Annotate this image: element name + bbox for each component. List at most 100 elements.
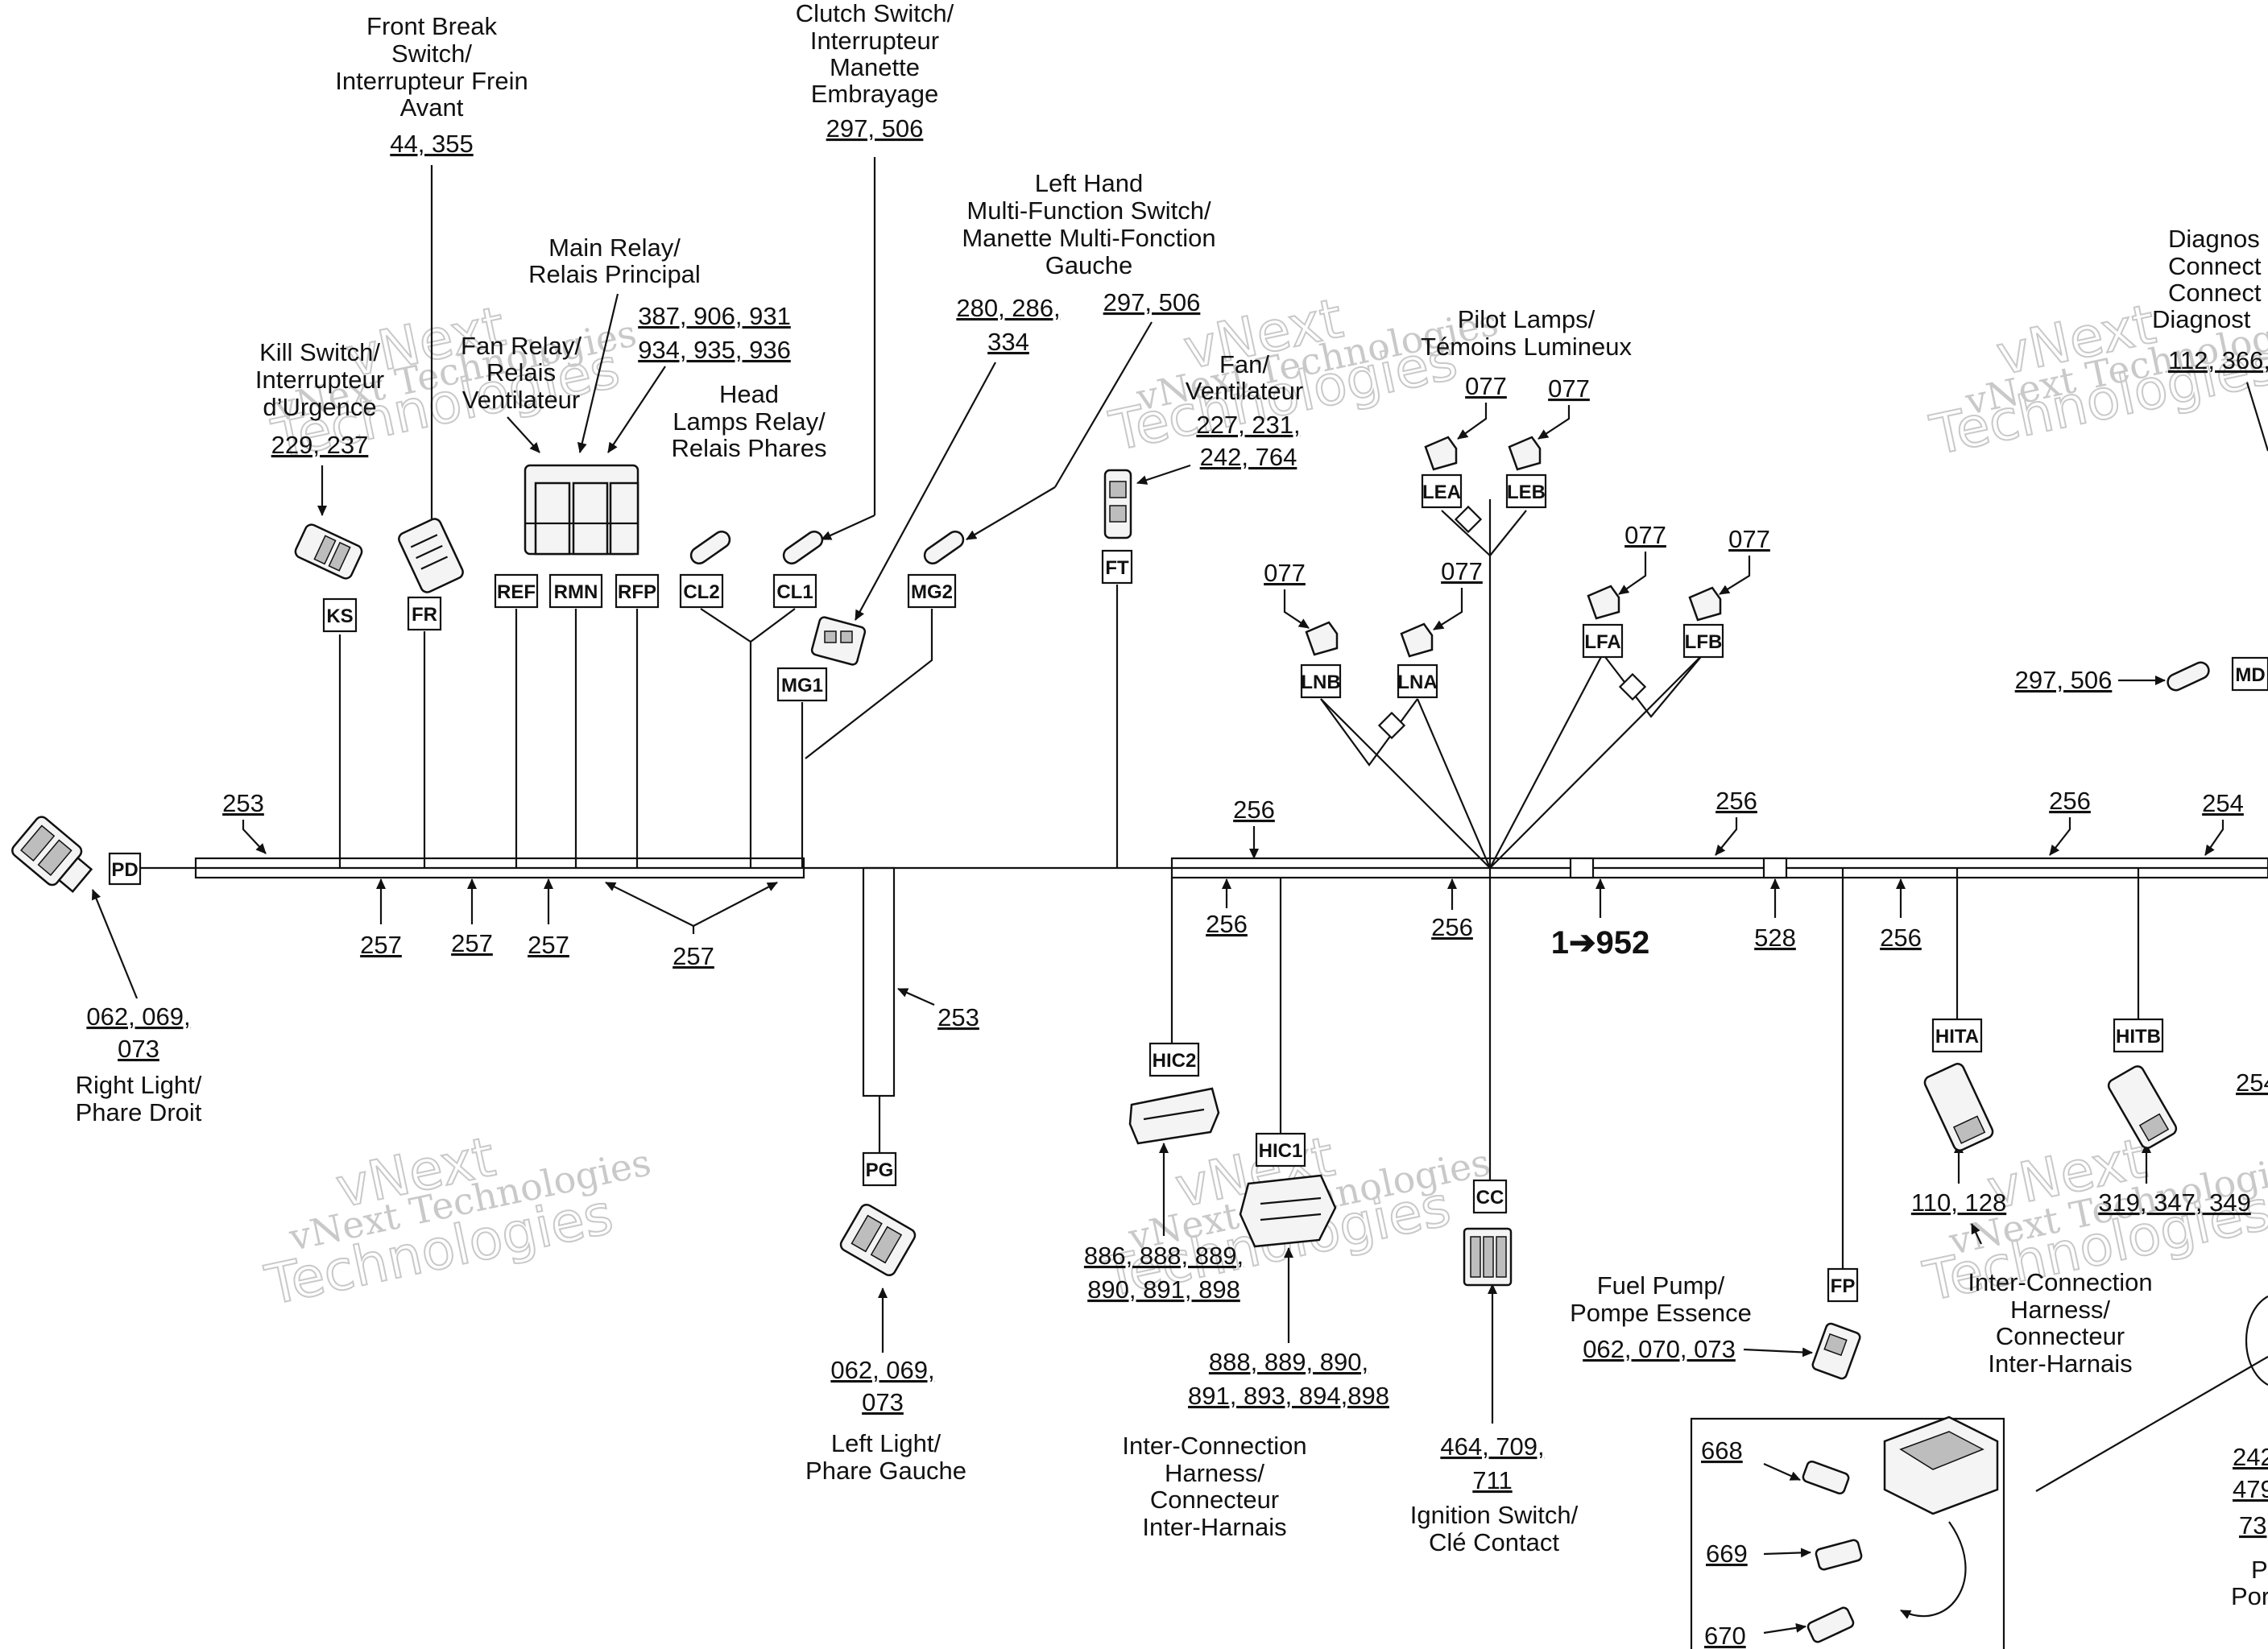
left-hand-switch-connector-icon xyxy=(810,616,867,666)
svg-text:Head: Head xyxy=(719,380,779,408)
svg-text:062, 069,: 062, 069, xyxy=(86,1002,190,1031)
svg-text:Relais Principal: Relais Principal xyxy=(528,260,701,288)
svg-text:CL2: CL2 xyxy=(683,581,719,603)
pilot-lamps-label: Pilot Lamps/ Témoins Lumineux xyxy=(1421,305,1632,361)
svg-text:73: 73 xyxy=(2239,1511,2266,1539)
svg-text:711: 711 xyxy=(1472,1466,1512,1494)
svg-text:Fan Relay/: Fan Relay/ xyxy=(461,332,581,360)
svg-text:934, 935, 936: 934, 935, 936 xyxy=(638,336,791,364)
svg-text:Kill Switch/: Kill Switch/ xyxy=(259,338,380,366)
svg-text:Ignition Switch/: Ignition Switch/ xyxy=(1410,1501,1579,1529)
svg-text:Gauche: Gauche xyxy=(1045,251,1133,279)
tag-LEA: LEA xyxy=(1421,473,1463,509)
svg-text:297, 506: 297, 506 xyxy=(826,114,924,143)
svg-text:Multi-Function Switch/: Multi-Function Switch/ xyxy=(966,196,1211,225)
ref-md: 297, 506 xyxy=(2015,666,2113,694)
svg-text:077: 077 xyxy=(1264,559,1306,587)
pilot-lamp-refs: 077 077 077 077 077 077 xyxy=(1264,372,1770,630)
svg-text:256: 256 xyxy=(1880,924,1922,952)
tag-RFP: RFP xyxy=(615,573,660,609)
svg-text:Connecteur: Connecteur xyxy=(1150,1486,1279,1514)
svg-text:d’Urgence: d’Urgence xyxy=(263,393,376,421)
svg-text:073: 073 xyxy=(118,1035,159,1063)
ignition-switch-connector-icon xyxy=(1463,1227,1513,1287)
svg-text:Clé Contact: Clé Contact xyxy=(1429,1528,1559,1556)
diagnostic-connector-label: Diagnos Connect Connect Diagnost 112, 36… xyxy=(2152,225,2268,374)
svg-text:319, 347, 349: 319, 347, 349 xyxy=(2098,1188,2251,1217)
svg-text:HITB: HITB xyxy=(2116,1026,2161,1048)
svg-text:077: 077 xyxy=(1465,372,1507,400)
svg-text:Pilot Lamps/: Pilot Lamps/ xyxy=(1458,305,1595,333)
tag-FP: FP xyxy=(1827,1267,1859,1303)
svg-text:668: 668 xyxy=(1701,1436,1743,1465)
svg-text:253: 253 xyxy=(937,1003,979,1031)
svg-text:077: 077 xyxy=(1548,374,1590,403)
front-brake-switch-label: Front Break Switch/ Interrupteur Frein A… xyxy=(335,12,528,158)
svg-text:KS: KS xyxy=(326,605,353,627)
svg-text:Main Relay/: Main Relay/ xyxy=(548,234,681,262)
kill-switch-connector-icon xyxy=(294,523,363,580)
svg-text:334: 334 xyxy=(987,328,1029,356)
fan-label: Fan/ Ventilateur 227, 231, 242, 764 xyxy=(1186,350,1304,471)
svg-text:Diagnos: Diagnos xyxy=(2168,225,2260,253)
svg-text:Inter-Harnais: Inter-Harnais xyxy=(1988,1349,2132,1378)
tag-LEB: LEB xyxy=(1505,473,1547,509)
svg-text:Témoins Lumineux: Témoins Lumineux xyxy=(1421,333,1632,361)
fan-connector-icon xyxy=(1103,469,1132,539)
svg-text:MD: MD xyxy=(2235,664,2265,686)
svg-text:464, 709,: 464, 709, xyxy=(1440,1432,1544,1461)
svg-text:PD: PD xyxy=(111,859,138,881)
watermark: vNext Technologies vNext Technologies xyxy=(259,1125,655,1319)
svg-text:257: 257 xyxy=(528,931,569,959)
svg-text:Connect: Connect xyxy=(2168,252,2262,280)
tag-HIC1: HIC1 xyxy=(1255,1132,1306,1168)
svg-text:062, 070, 073: 062, 070, 073 xyxy=(1583,1335,1736,1363)
svg-text:256: 256 xyxy=(1233,796,1275,824)
clutch-switch-label: Clutch Switch/ Interrupteur Manette Embr… xyxy=(796,0,954,143)
svg-text:Inter-Connection: Inter-Connection xyxy=(1968,1268,2152,1296)
hita-connector-icon xyxy=(1923,1063,1994,1151)
svg-text:256: 256 xyxy=(2049,787,2091,815)
svg-text:Relais: Relais xyxy=(486,358,556,386)
clutch-connector-icon xyxy=(689,530,2210,692)
svg-text:Fan/: Fan/ xyxy=(1219,350,1269,378)
svg-text:REF: REF xyxy=(497,581,536,603)
tag-PG: PG xyxy=(862,1151,897,1187)
pilot-lamp-branches xyxy=(1320,499,1704,869)
svg-text:479: 479 xyxy=(2233,1475,2268,1503)
svg-text:Inter-Harnais: Inter-Harnais xyxy=(1142,1513,1286,1541)
tag-FT: FT xyxy=(1101,549,1133,585)
tag-HIC2: HIC2 xyxy=(1148,1042,1200,1077)
svg-text:890, 891, 898: 890, 891, 898 xyxy=(1087,1275,1240,1304)
svg-text:MG2: MG2 xyxy=(911,581,953,603)
tag-MG2: MG2 xyxy=(907,573,957,609)
tag-FR: FR xyxy=(407,596,442,631)
hic2-connector-icon xyxy=(1128,1087,1220,1145)
svg-text:Connect: Connect xyxy=(2168,279,2262,307)
svg-text:1➔952: 1➔952 xyxy=(1551,925,1650,961)
svg-text:Por: Por xyxy=(2231,1582,2268,1610)
svg-text:886, 888, 889,: 886, 888, 889, xyxy=(1084,1242,1244,1270)
tag-REF: REF xyxy=(494,573,539,609)
svg-text:FR: FR xyxy=(412,604,437,626)
right-light-label: 062, 069, 073 Right Light/ Phare Droit xyxy=(76,1002,202,1126)
head-lamps-relay-label: Head Lamps Relay/ Relais Phares xyxy=(672,380,827,462)
svg-text:Ventilateur: Ventilateur xyxy=(462,386,581,414)
svg-text:Diagnost: Diagnost xyxy=(2152,305,2251,333)
hic2-refs: 886, 888, 889, 890, 891, 898 xyxy=(1084,1242,1244,1304)
svg-text:077: 077 xyxy=(1624,521,1666,549)
svg-text:Front Break: Front Break xyxy=(366,12,497,40)
svg-text:387, 906, 931: 387, 906, 931 xyxy=(638,302,791,330)
svg-text:891, 893, 894,898: 891, 893, 894,898 xyxy=(1188,1382,1389,1410)
svg-text:LEB: LEB xyxy=(1507,481,1546,503)
right-cut-labels: 242 479 73 P Por xyxy=(2231,1296,2268,1610)
svg-text:257: 257 xyxy=(673,942,714,970)
svg-text:256: 256 xyxy=(1206,910,1248,938)
svg-text:227, 231,: 227, 231, xyxy=(1196,411,1300,439)
tag-HITB: HITB xyxy=(2113,1018,2164,1053)
svg-text:Manette: Manette xyxy=(830,53,920,81)
kill-switch-label: Kill Switch/ Interrupteur d’Urgence 229,… xyxy=(255,338,384,459)
tag-MD: MD xyxy=(2231,656,2268,692)
svg-text:LNB: LNB xyxy=(1301,672,1340,693)
